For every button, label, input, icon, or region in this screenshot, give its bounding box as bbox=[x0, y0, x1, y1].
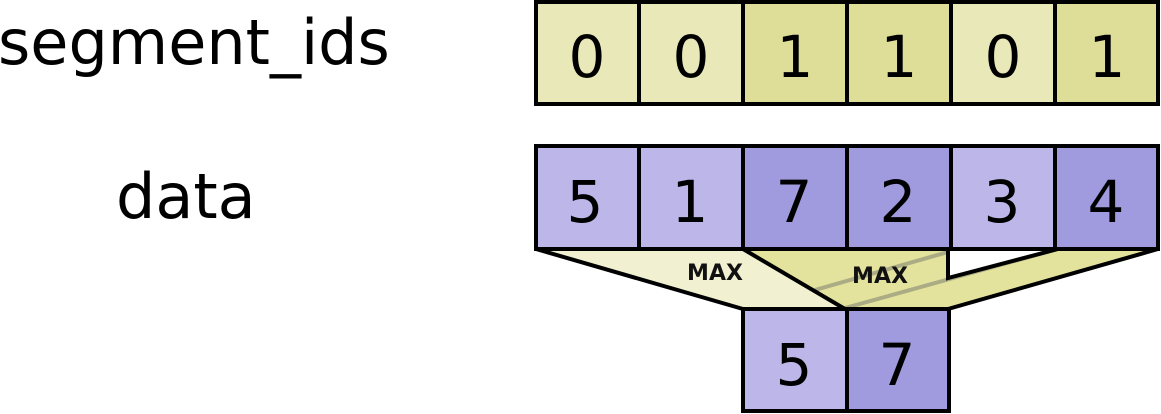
data-value: 4 bbox=[1088, 168, 1125, 236]
funnel-outline-left bbox=[535, 247, 744, 311]
data-value: 5 bbox=[567, 168, 604, 236]
funnel-outline-inner bbox=[946, 247, 1059, 281]
segment-id-cell bbox=[741, 0, 849, 106]
data-value: 2 bbox=[880, 168, 917, 236]
data-value: 7 bbox=[776, 168, 813, 236]
segment-id-value: 0 bbox=[985, 23, 1022, 91]
funnel-outline-middle bbox=[741, 247, 847, 311]
segment-ids-row: 0 0 1 1 0 1 bbox=[534, 0, 1160, 106]
segment-id-value: 1 bbox=[1089, 23, 1126, 91]
segment-ids-label: segment_ids bbox=[0, 6, 390, 79]
data-value: 1 bbox=[672, 168, 709, 236]
result-row: 5 7 bbox=[741, 307, 951, 413]
segment-id-value: 1 bbox=[881, 23, 918, 91]
segment-id-value: 0 bbox=[673, 23, 710, 91]
data-cell bbox=[637, 144, 745, 251]
segment-id-cell bbox=[845, 0, 953, 106]
data-value: 3 bbox=[984, 168, 1021, 236]
segment-id-value: 0 bbox=[569, 23, 606, 91]
route-line bbox=[814, 250, 949, 292]
max-label-segment-0: MAX bbox=[687, 261, 743, 286]
data-cell bbox=[1053, 144, 1160, 251]
funnel-outline-right bbox=[947, 247, 1159, 311]
data-cell bbox=[534, 144, 641, 251]
data-row: 5 1 7 2 3 4 bbox=[534, 144, 1160, 251]
segment-id-cell bbox=[1053, 0, 1160, 106]
data-cell bbox=[949, 144, 1057, 251]
max-label-segment-1: MAX bbox=[852, 264, 908, 289]
result-value: 7 bbox=[879, 331, 916, 399]
data-cell bbox=[741, 144, 849, 251]
result-value: 5 bbox=[776, 331, 813, 399]
data-label: data bbox=[116, 160, 256, 233]
data-cell bbox=[845, 144, 953, 251]
segment-id-cell bbox=[637, 0, 745, 106]
segment-id-cell bbox=[949, 0, 1057, 106]
segment-id-value: 1 bbox=[777, 23, 814, 91]
result-cell bbox=[845, 307, 951, 413]
